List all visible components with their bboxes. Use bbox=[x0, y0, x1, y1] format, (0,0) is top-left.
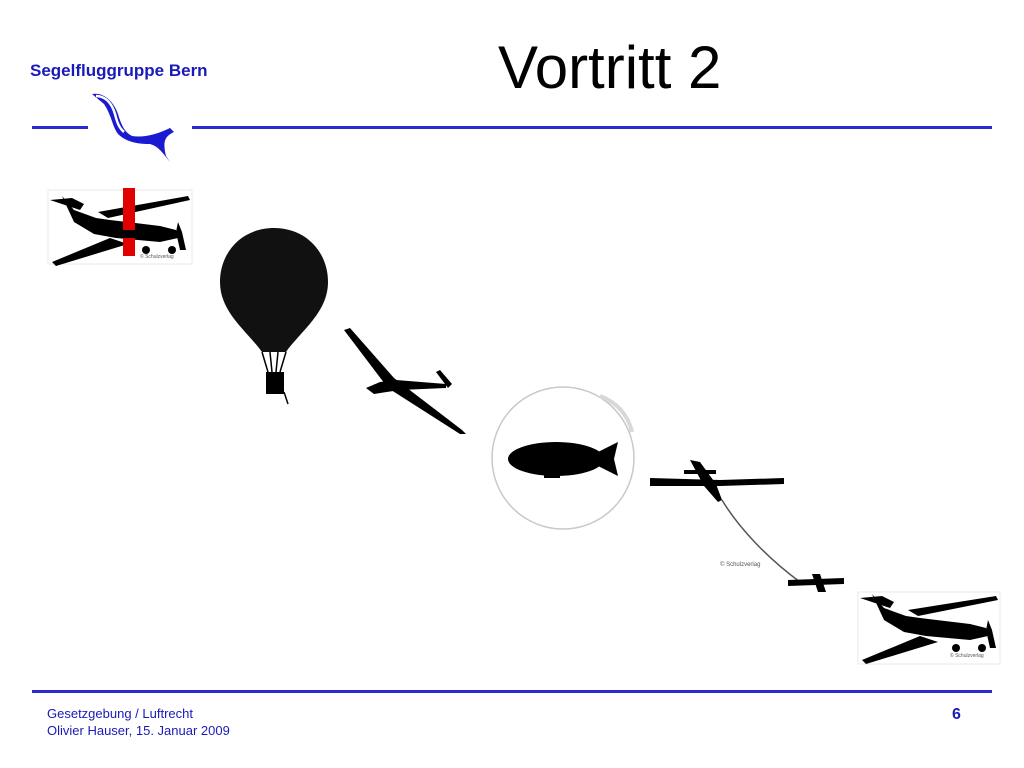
slide-title: Vortritt 2 bbox=[498, 34, 722, 101]
footer-rule bbox=[32, 690, 992, 693]
footer-topic: Gesetzgebung / Luftrecht bbox=[47, 706, 193, 721]
warning-mark bbox=[123, 188, 135, 256]
seagull-logo-icon bbox=[92, 93, 174, 162]
svg-text:© Schulzverlag: © Schulzverlag bbox=[140, 253, 174, 260]
header-rule-right bbox=[192, 126, 992, 129]
header-rule-left bbox=[32, 126, 88, 129]
page-number: 6 bbox=[952, 706, 961, 723]
motor-plane-icon: © Schulzverlag bbox=[47, 189, 193, 266]
glider-icon bbox=[344, 328, 466, 434]
footer-text: Gesetzgebung / Luftrecht Olivier Hauser,… bbox=[47, 705, 230, 739]
hot-air-balloon-icon bbox=[220, 228, 328, 405]
footer-author-date: Olivier Hauser, 15. Januar 2009 bbox=[47, 723, 230, 738]
svg-text:© Schulzverlag: © Schulzverlag bbox=[720, 561, 760, 568]
glider-towing-icon: © Schulzverlag bbox=[650, 460, 844, 592]
airship-icon bbox=[491, 386, 635, 530]
motor-plane-icon: © Schulzverlag bbox=[857, 591, 1001, 665]
brand-name: Segelfluggruppe Bern bbox=[30, 61, 208, 80]
svg-text:© Schulzverlag: © Schulzverlag bbox=[950, 652, 984, 659]
